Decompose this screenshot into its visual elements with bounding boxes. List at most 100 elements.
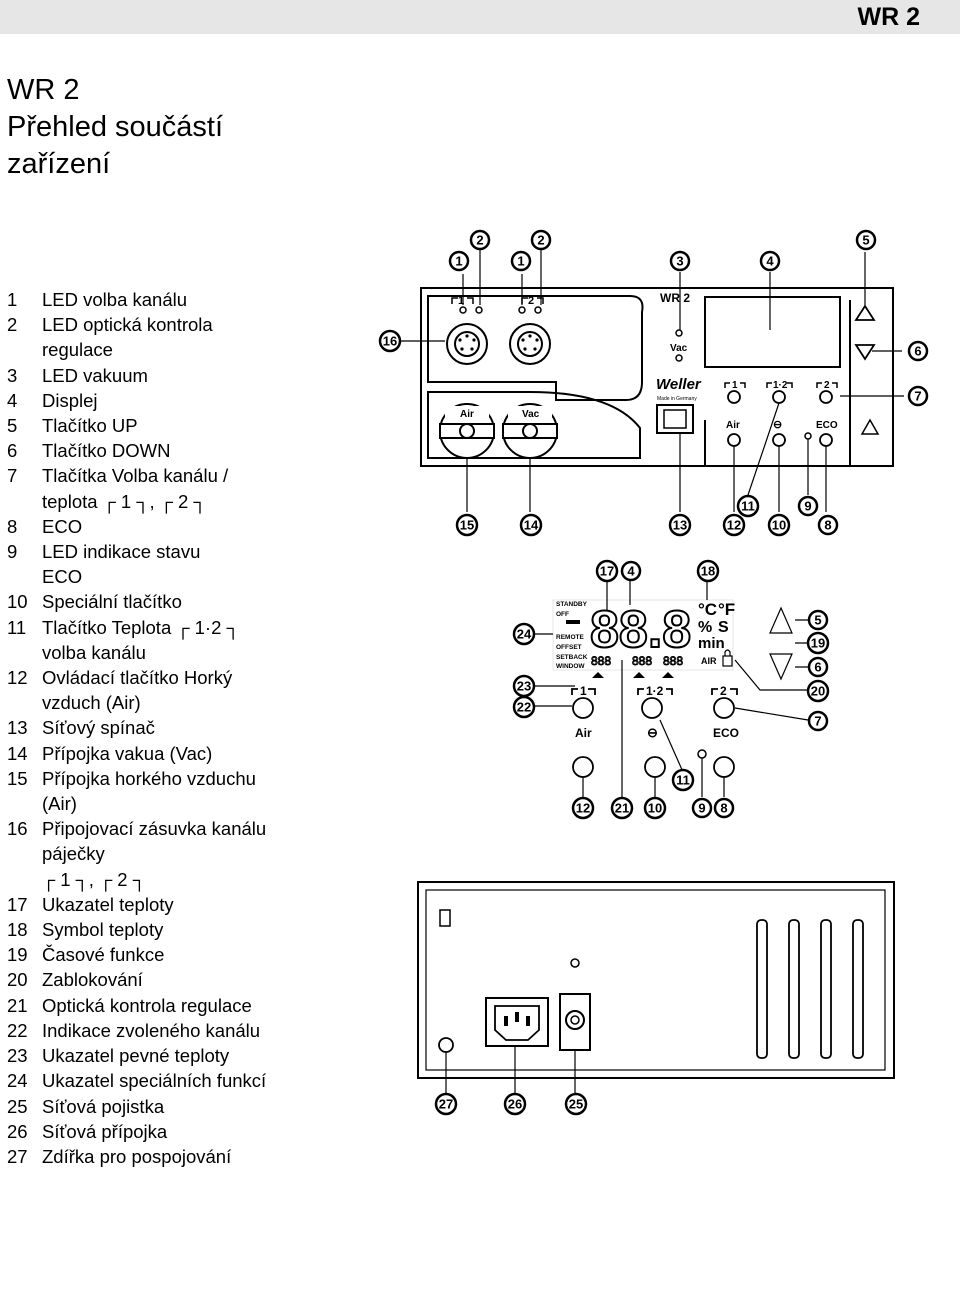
svg-text:7: 7 bbox=[814, 714, 821, 729]
lcd-ch2-label: 2 bbox=[720, 684, 727, 698]
btn-air-label: Air bbox=[726, 420, 740, 431]
list-item-text: Přípojka horkého vzduchu (Air) bbox=[42, 766, 307, 816]
panel-channel-2-label: 2 bbox=[528, 295, 534, 307]
button-channel-12[interactable] bbox=[772, 390, 786, 404]
list-item-line: Optická kontrola regulace bbox=[42, 994, 252, 1016]
list-item-text: Displej bbox=[42, 388, 307, 413]
callout-11b: 11 bbox=[671, 768, 695, 792]
callout-13: 13 bbox=[668, 513, 692, 537]
list-item-number: 26 bbox=[7, 1120, 28, 1142]
callout-1a: 1 bbox=[448, 250, 470, 272]
detail-special-icon: ⊖ bbox=[647, 725, 658, 740]
list-item-line: Tlačítko UP bbox=[42, 415, 138, 437]
up-down-buttons[interactable] bbox=[854, 304, 876, 361]
lcd-setback: SETBACK bbox=[556, 654, 588, 661]
special-icon: ⊖ bbox=[773, 419, 782, 431]
button-eco[interactable] bbox=[819, 433, 833, 447]
list-item-number: 27 bbox=[7, 1145, 28, 1167]
list-item-number: 5 bbox=[7, 415, 18, 437]
svg-text:4: 4 bbox=[627, 564, 635, 579]
callout-7: 7 bbox=[907, 385, 929, 407]
list-item-text: Tlačítka Volba kanálu /teplota ┌ 1 ┐, ┌ … bbox=[42, 463, 307, 513]
list-item-line: Zdířka pro pospojování bbox=[42, 1145, 232, 1167]
callout-15: 15 bbox=[455, 513, 479, 537]
list-item-text: ECO bbox=[42, 514, 307, 539]
list-item-line: Připojovací zásuvka kanálu bbox=[42, 818, 267, 840]
list-item-text: Tlačítko Teplota ┌ 1·2 ┐volba kanálu bbox=[42, 615, 307, 665]
svg-text:11: 11 bbox=[741, 499, 755, 514]
callout-1b: 1 bbox=[510, 250, 532, 272]
svg-text:17: 17 bbox=[600, 564, 614, 579]
callout-4: 4 bbox=[759, 250, 781, 272]
header-section-label: WR 2 bbox=[857, 3, 921, 31]
list-item-text: Zdířka pro pospojování bbox=[42, 1144, 307, 1169]
callout-27: 27 bbox=[434, 1092, 458, 1116]
button-channel-1[interactable] bbox=[727, 390, 741, 404]
lcd-btn-eco-label: ECO bbox=[713, 726, 739, 740]
made-in-label: Made in Germany bbox=[657, 396, 697, 402]
list-item-line: Ukazatel speciálních funkcí bbox=[42, 1070, 267, 1092]
list-item-number: 21 bbox=[7, 994, 28, 1016]
list-item-number: 6 bbox=[7, 440, 18, 462]
list-item-line: Síťová pojistka bbox=[42, 1095, 165, 1117]
svg-text:10: 10 bbox=[648, 801, 662, 816]
svg-text:19: 19 bbox=[811, 636, 825, 651]
svg-text:11: 11 bbox=[676, 773, 690, 788]
lcd-air: AIR bbox=[701, 656, 717, 666]
list-item-text: Speciální tlačítko bbox=[42, 589, 307, 614]
lcd-ch1-label: 1 bbox=[580, 684, 587, 698]
lcd-digits: 88.8 bbox=[590, 601, 691, 659]
list-item-line: Tlačítko DOWN bbox=[42, 440, 171, 462]
button-air[interactable] bbox=[727, 433, 741, 447]
button-channel-2[interactable] bbox=[819, 390, 833, 404]
lcd-unit-f: °F bbox=[718, 600, 735, 619]
list-item-text: Ukazatel speciálních funkcí bbox=[42, 1068, 307, 1093]
lcd-standby: STANDBY bbox=[556, 601, 588, 608]
callout-10: 10 bbox=[767, 513, 791, 537]
list-item-line: Přípojka horkého vzduchu bbox=[42, 767, 256, 789]
vent-slots bbox=[756, 919, 864, 1059]
svg-text:6: 6 bbox=[814, 660, 821, 675]
callout-11: 11 bbox=[736, 494, 760, 518]
list-item-text: Síťový spínač bbox=[42, 715, 307, 740]
list-item-text: Tlačítko DOWN bbox=[42, 438, 307, 463]
button-special[interactable] bbox=[772, 433, 786, 447]
list-item-text: Přípojka vakua (Vac) bbox=[42, 741, 307, 766]
detail-button-ch2 bbox=[713, 697, 735, 719]
list-item-number: 16 bbox=[7, 818, 28, 840]
lcd-mini-2: 888 bbox=[632, 654, 652, 668]
lcd-up-button bbox=[769, 606, 793, 634]
btn-ch2-label: 2 bbox=[824, 380, 830, 391]
list-item: 13 Síťový spínač bbox=[7, 715, 307, 740]
list-item-number: 23 bbox=[7, 1045, 28, 1067]
socket-channel-2 bbox=[509, 323, 551, 365]
fuse-holder bbox=[559, 993, 591, 1051]
callout-25: 25 bbox=[564, 1092, 588, 1116]
list-item-line: Zablokování bbox=[42, 969, 143, 991]
list-item-line: LED volba kanálu bbox=[42, 289, 188, 310]
svg-text:16: 16 bbox=[383, 334, 397, 349]
list-item-number: 13 bbox=[7, 717, 28, 739]
list-item-text: Optická kontrola regulace bbox=[42, 993, 307, 1018]
list-item-number: 19 bbox=[7, 944, 28, 966]
front-panel bbox=[420, 287, 894, 467]
list-item-text: Tlačítko UP bbox=[42, 413, 307, 438]
callout-20: 20 bbox=[806, 679, 830, 703]
panel-led-1 bbox=[459, 306, 467, 314]
list-item-text: Ukazatel teploty bbox=[42, 892, 307, 917]
svg-text:13: 13 bbox=[673, 518, 687, 533]
detail-button-eco bbox=[713, 756, 735, 778]
callout-2b: 2 bbox=[530, 229, 552, 251]
svg-text:7: 7 bbox=[914, 389, 921, 404]
lcd-window: WINDOW bbox=[556, 663, 585, 670]
list-item-line: (Air) bbox=[42, 793, 77, 815]
list-item-text: Časové funkce bbox=[42, 942, 307, 967]
svg-text:18: 18 bbox=[701, 564, 715, 579]
callout-5b: 5 bbox=[807, 609, 829, 631]
